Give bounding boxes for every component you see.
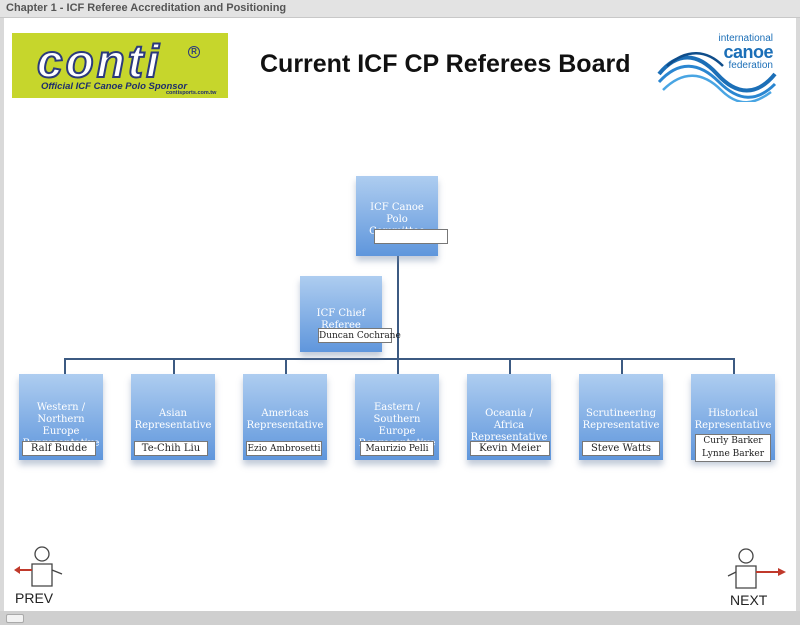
icf-logo-line3: federation xyxy=(728,60,773,71)
window-title: Chapter 1 - ICF Referee Accreditation an… xyxy=(6,2,287,14)
sponsor-logo: conti R Official ICF Canoe Polo Sponsor … xyxy=(12,33,228,98)
sponsor-tagline: Official ICF Canoe Polo Sponsor xyxy=(41,81,188,92)
representative-name: Ralf Budde xyxy=(22,441,96,456)
connector-line xyxy=(509,358,511,374)
chief-referee-name: Duncan Cochrane xyxy=(318,328,401,343)
chief-referee-title: ICF Chief Referee xyxy=(316,308,366,331)
connector-line xyxy=(64,358,66,374)
connector-line xyxy=(621,358,623,374)
representative-title: Asian Representative xyxy=(134,408,212,431)
connector-line xyxy=(64,358,734,360)
committee-box: ICF Canoe Polo Committee xyxy=(356,176,438,256)
page-title: Current ICF CP Referees Board xyxy=(260,50,631,78)
icf-logo-line2: canoe xyxy=(723,42,773,62)
prev-button[interactable]: PREV xyxy=(10,544,70,610)
slide: conti R Official ICF Canoe Polo Sponsor … xyxy=(4,18,796,611)
prev-label: PREV xyxy=(15,590,54,606)
prev-arrow-icon xyxy=(14,546,63,587)
representative-name: Kevin Meier xyxy=(470,441,550,456)
representative-title: Scrutineering Representative xyxy=(582,408,660,431)
representative-title: Oceania / Africa Representative xyxy=(470,408,548,443)
connector-line xyxy=(397,358,399,374)
representative-title: Americas Representative xyxy=(246,408,324,431)
sponsor-brand: conti xyxy=(36,34,162,88)
connector-line xyxy=(285,358,287,374)
bottom-bar xyxy=(0,611,800,625)
window-titlebar: Chapter 1 - ICF Referee Accreditation an… xyxy=(0,0,800,18)
connector-line xyxy=(173,358,175,374)
representative-name-line: Lynne Barker xyxy=(701,449,765,459)
committee-name xyxy=(374,229,448,244)
representative-name: Maurizio Pelli xyxy=(360,441,434,456)
representative-name-line: Curly Barker xyxy=(703,436,763,446)
icf-wave-icon xyxy=(657,52,777,102)
representative-name: Te-Chih Liu xyxy=(134,441,208,456)
toggle-control[interactable] xyxy=(6,614,24,623)
icf-logo-line1: international xyxy=(718,33,773,44)
sponsor-url: contisports.com.tw xyxy=(166,90,217,96)
representative-name: Steve Watts xyxy=(582,441,660,456)
next-button[interactable]: NEXT xyxy=(726,546,792,612)
representative-title: Historical Representative xyxy=(694,408,772,431)
next-arrow-icon xyxy=(727,548,786,589)
representative-name: Ezio Ambrosetti xyxy=(246,441,322,456)
connector-line xyxy=(733,358,735,374)
icf-logo: international canoe federation xyxy=(657,32,777,102)
connector-line xyxy=(397,254,399,359)
next-label: NEXT xyxy=(730,592,768,608)
registered-mark-icon: R xyxy=(188,46,200,58)
representative-name: Curly Barker Lynne Barker xyxy=(695,434,771,462)
